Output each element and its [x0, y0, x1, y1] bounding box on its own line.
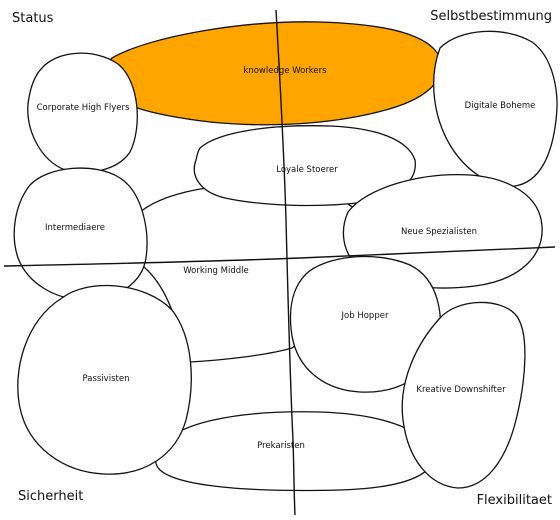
prekaristen-label: Prekaristen	[257, 441, 305, 451]
vertical-axis	[275, 9, 296, 516]
neue-spezialisten-label: Neue Spezialisten	[401, 227, 477, 237]
kreative-downshifter-blob	[401, 301, 526, 489]
intermediaere-blob	[13, 167, 148, 301]
intermediaere-label: Intermediaere	[45, 223, 105, 233]
passivisten-label: Passivisten	[83, 374, 130, 384]
corner-label-flexibilitaet: Flexibilitaet	[477, 493, 552, 508]
kreative-downshifter-label: Kreative Downshifter	[416, 385, 506, 395]
digitale-boheme-blob	[433, 30, 558, 187]
passivisten-blob	[17, 284, 192, 475]
corporate-high-flyers-blob	[27, 52, 138, 173]
corner-label-sicherheit: Sicherheit	[18, 489, 83, 504]
corner-label-selbstbestimmung: Selbstbestimmung	[430, 9, 552, 24]
working-middle-label: Working Middle	[183, 266, 248, 276]
corner-label-status: Status	[12, 11, 54, 26]
knowledge-workers-label: knowledge Workers	[243, 66, 327, 76]
corporate-high-flyers-label: Corporate High Flyers	[37, 103, 130, 113]
job-hopper-label: Job Hopper	[341, 311, 389, 321]
loyale-stoerer-label: Loyale Stoerer	[276, 165, 338, 175]
digitale-boheme-label: Digitale Boheme	[465, 101, 536, 111]
horizontal-axis	[3, 246, 556, 267]
